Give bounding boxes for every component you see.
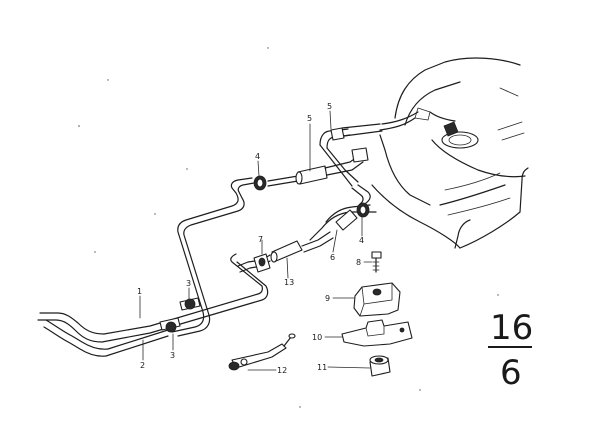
group-number: 16 6 — [488, 308, 533, 393]
callout-2: 2 — [140, 361, 145, 370]
bolt-8 — [371, 251, 382, 273]
pipe-clamp-3-lower — [165, 321, 177, 333]
retaining-strap-12 — [228, 333, 296, 371]
callout-6: 6 — [330, 253, 335, 262]
pipe-clamp-4-upper — [253, 175, 267, 191]
group-number-top: 16 — [490, 308, 533, 348]
callout-4-lower: 4 — [359, 236, 364, 245]
callout-12: 12 — [277, 366, 287, 375]
leader-lines — [139, 110, 373, 371]
pipe-clamp-4-lower — [356, 202, 370, 218]
callout-4-upper: 4 — [255, 152, 260, 161]
fuel-pipes — [37, 123, 383, 357]
callout-11: 11 — [317, 363, 327, 372]
callout-5-right: 5 — [327, 102, 332, 111]
fuel-tank — [371, 57, 529, 249]
bracket-10 — [341, 319, 413, 347]
callout-8: 8 — [356, 258, 361, 267]
callout-3-upper: 3 — [186, 279, 191, 288]
callout-3-lower: 3 — [170, 351, 175, 360]
callout-labels: 1 2 3 3 4 4 5 5 6 7 8 9 10 11 12 13 — [137, 102, 364, 375]
rubber-mount-9 — [353, 282, 401, 317]
callout-13: 13 — [284, 278, 294, 287]
callout-5-left: 5 — [307, 114, 312, 123]
pipe-clamp-7 — [253, 253, 271, 273]
callout-10: 10 — [312, 333, 322, 342]
group-number-bottom: 6 — [500, 353, 522, 393]
callout-9: 9 — [325, 294, 330, 303]
callout-7: 7 — [258, 235, 263, 244]
print-specks — [78, 47, 499, 408]
pipe-clamp-3-upper — [184, 298, 196, 310]
grommet-11 — [369, 355, 391, 377]
callout-1: 1 — [137, 287, 142, 296]
